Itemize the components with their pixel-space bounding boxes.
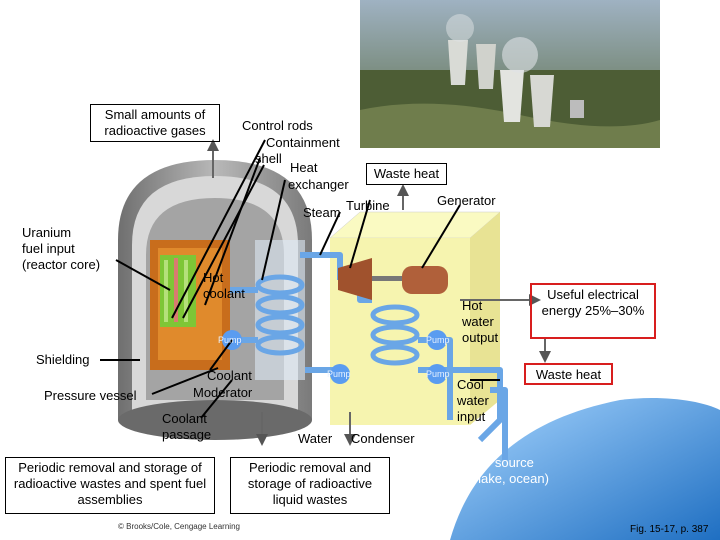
pump-label-2: Pump xyxy=(327,369,351,379)
label-useful-energy: Useful electrical energy 25%–30% xyxy=(530,283,656,339)
power-plant-photo xyxy=(360,0,660,148)
label-generator: Generator xyxy=(437,193,496,208)
label-periodic-liquid: Periodic removal and storage of radioact… xyxy=(230,457,390,514)
pump-label-3: Pump xyxy=(426,335,450,345)
turbine-generator xyxy=(338,258,448,300)
copyright-text: © Brooks/Cole, Cengage Learning xyxy=(118,522,240,531)
label-coolant: Coolant xyxy=(207,368,252,383)
label-shell: shell xyxy=(255,151,282,166)
label-waste-heat-right: Waste heat xyxy=(524,363,613,385)
label-heat: Heat xyxy=(290,160,318,175)
label-exchanger: exchanger xyxy=(288,177,349,192)
water-source-shape xyxy=(450,398,720,540)
label-turbine: Turbine xyxy=(346,198,390,213)
label-control-rods: Control rods xyxy=(242,118,313,133)
label-shielding: Shielding xyxy=(36,352,90,367)
containment-dome xyxy=(118,160,312,440)
label-water: Water xyxy=(298,431,333,446)
condenser-coil xyxy=(370,304,420,366)
label-condenser: Condenser xyxy=(351,431,415,446)
label-hot-water-output: Hot water output xyxy=(462,298,499,345)
label-hot-coolant: Hot coolant xyxy=(203,270,245,301)
label-waste-heat-top: Waste heat xyxy=(366,163,447,185)
leader-lines xyxy=(100,139,500,419)
label-pressure-vessel: Pressure vessel xyxy=(44,388,137,403)
pump-shapes xyxy=(222,330,447,384)
label-steam: Steam xyxy=(303,205,341,220)
label-uranium: Uranium fuel input (reactor core) xyxy=(22,225,101,272)
label-coolant-passage: Coolant passage xyxy=(162,411,212,442)
figure-reference: Fig. 15-17, p. 387 xyxy=(630,524,709,535)
label-radioactive-gases: Small amounts of radioactive gases xyxy=(90,104,220,142)
arrows xyxy=(207,139,551,446)
heat-exchanger-coil xyxy=(255,240,305,380)
pump-label-4: Pump xyxy=(426,369,450,379)
label-water-source: Water source (river, lake, ocean) xyxy=(442,455,549,486)
label-containment: Containment xyxy=(266,135,340,150)
pump-label-1: Pump xyxy=(218,335,242,345)
label-periodic-solid: Periodic removal and storage of radioact… xyxy=(5,457,215,514)
label-cool-water-input: Cool water input xyxy=(457,377,489,424)
label-moderator: Moderator xyxy=(193,385,253,400)
